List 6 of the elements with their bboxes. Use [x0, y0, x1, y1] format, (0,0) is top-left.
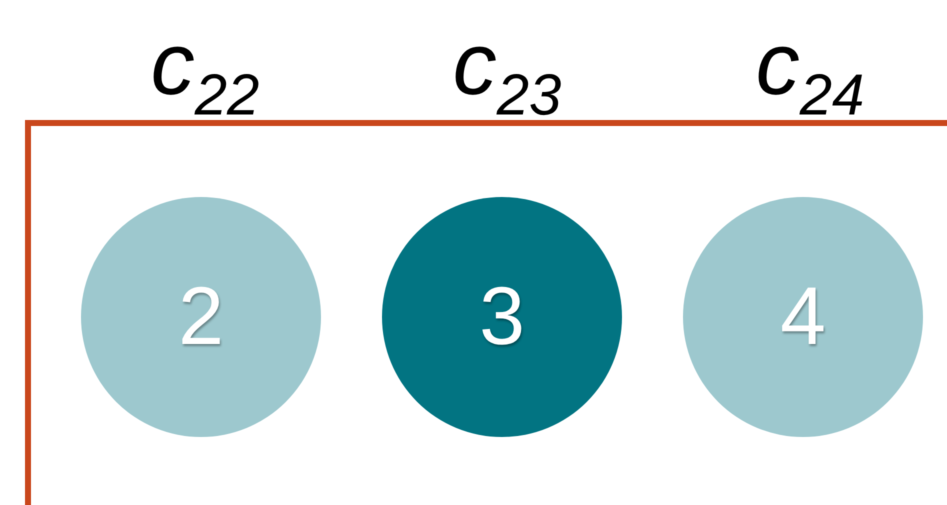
column-label: c$_{24}$ [756, 20, 864, 124]
number-circle: 3 [382, 197, 622, 437]
column-label: c$_{22}$ [150, 20, 260, 124]
column-label: c$_{23}$ [452, 20, 562, 124]
number-circle: 2 [81, 197, 321, 437]
number-circle: 4 [683, 197, 923, 437]
